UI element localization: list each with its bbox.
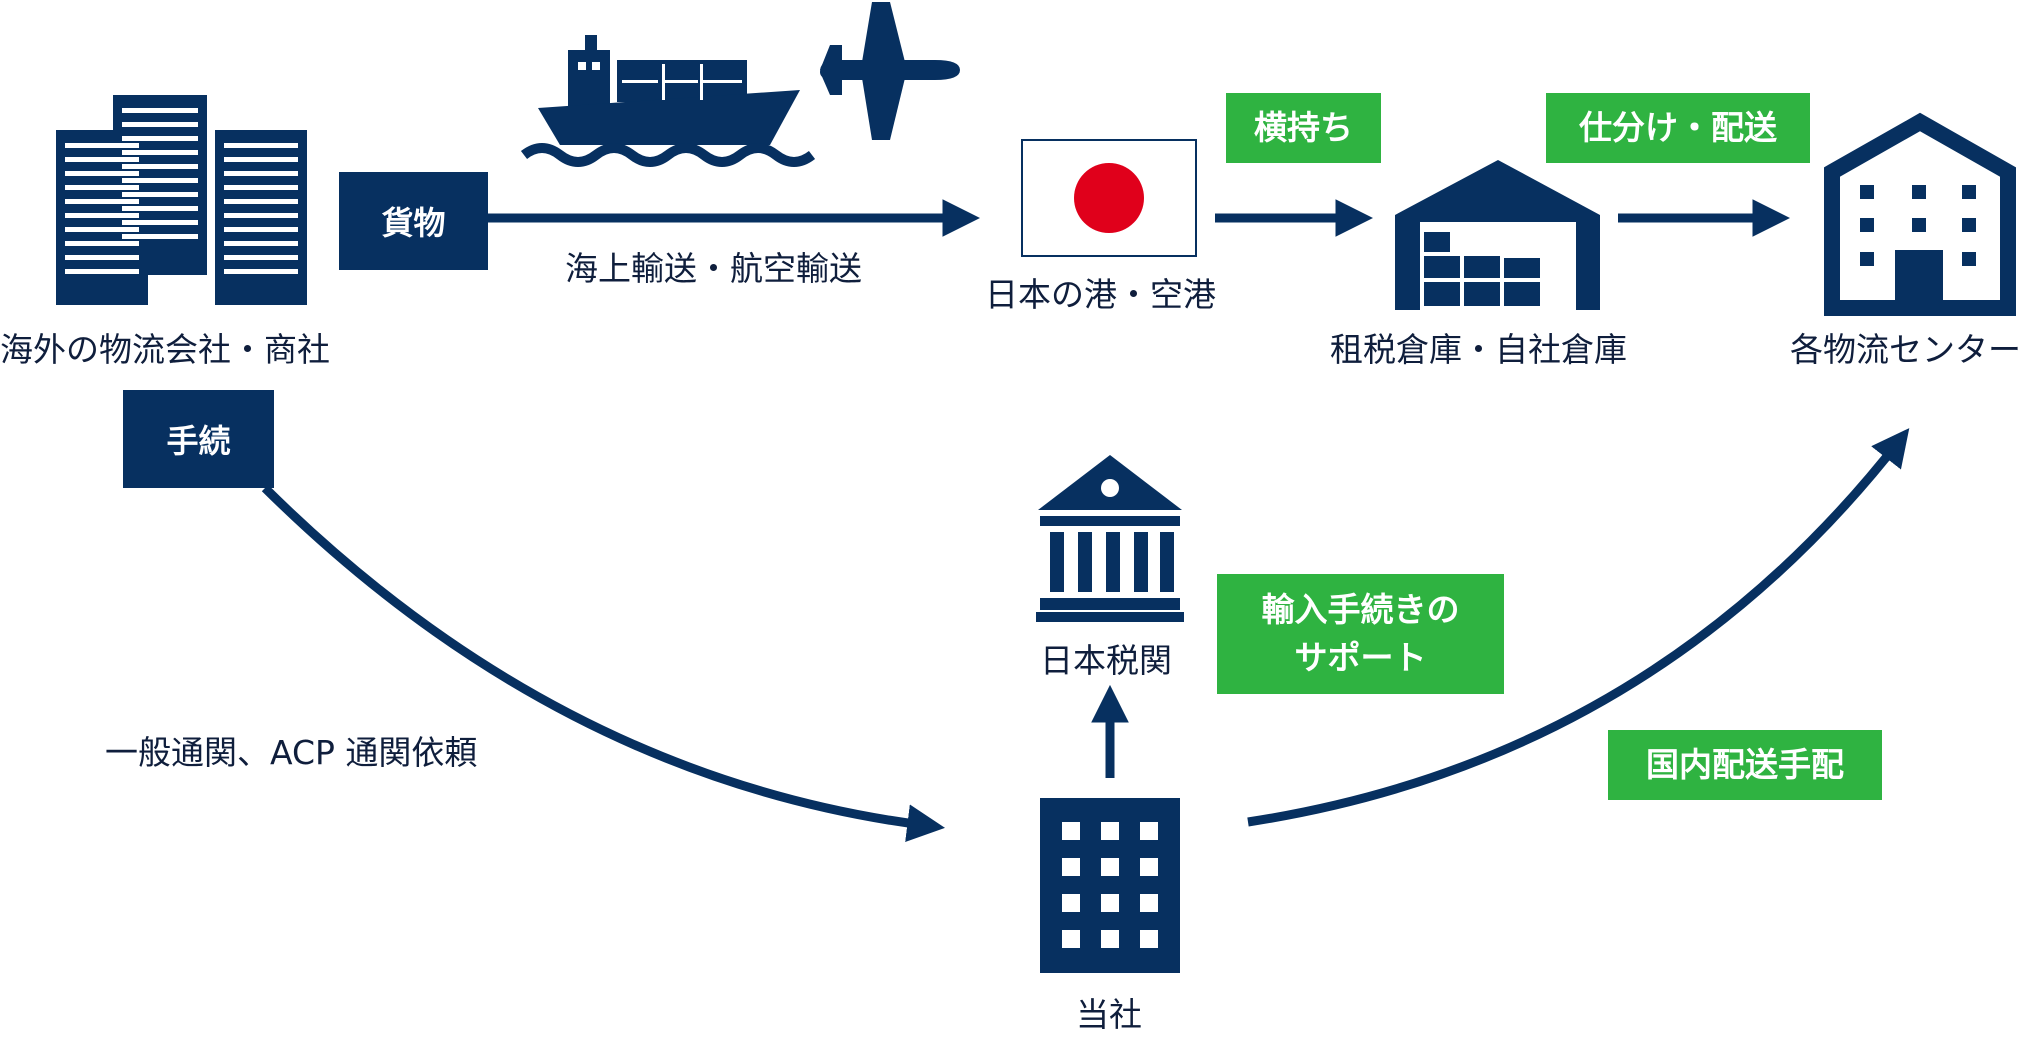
shipping-label: 海上輸送・航空輸送 — [565, 249, 862, 288]
overseas-label: 海外の物流会社・商社 — [0, 330, 330, 369]
warehouse-icon — [1395, 160, 1600, 310]
customs-label: 日本税関 — [1040, 641, 1172, 680]
clearance-label: 一般通関、ACP 通関依頼 — [105, 733, 478, 772]
airplane-icon — [820, 2, 960, 140]
cargo-ship-icon — [520, 35, 816, 167]
cargo-box: 貨物 — [339, 172, 488, 270]
warehouse-label: 租税倉庫・自社倉庫 — [1330, 330, 1627, 369]
centers-label: 各物流センター — [1790, 330, 2021, 369]
procedure-box: 手続 — [123, 390, 274, 488]
company-building-icon — [1040, 798, 1180, 973]
japan-flag-icon — [1021, 139, 1197, 257]
customs-building-icon — [1036, 455, 1184, 622]
company-label: 当社 — [1076, 995, 1142, 1034]
sorting-box: 仕分け・配送 — [1546, 93, 1810, 163]
domestic-delivery-box: 国内配送手配 — [1608, 730, 1882, 800]
arrow-procedure-to-company — [261, 484, 946, 842]
arrow-company-to-centers — [1247, 428, 1910, 827]
distribution-center-icon — [1824, 112, 2016, 316]
import-support-box: 輸入手続きの サポート — [1217, 574, 1504, 694]
port-label: 日本の港・空港 — [985, 275, 1216, 314]
office-buildings-icon — [56, 95, 307, 305]
arrows — [261, 199, 1910, 842]
transfer-box: 横持ち — [1226, 93, 1381, 163]
